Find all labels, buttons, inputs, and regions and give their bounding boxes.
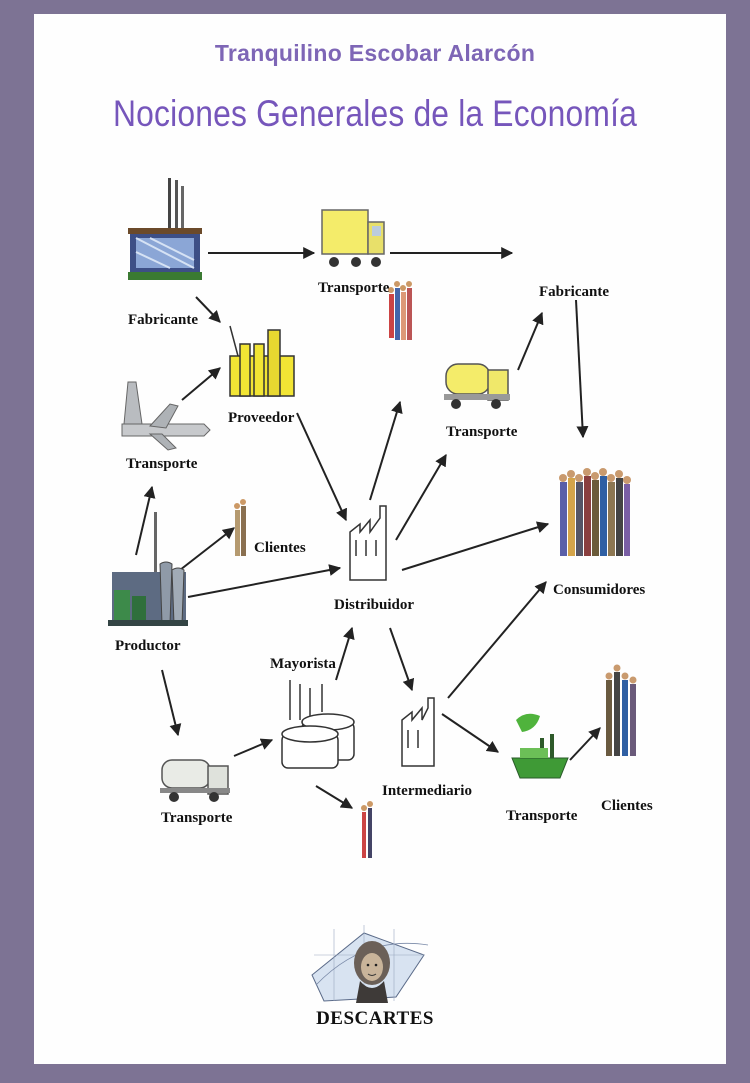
label-fabricante: Fabricante [128,312,198,328]
tanker-truck-icon [160,759,230,802]
flow-arrows [135,247,601,809]
label-transporte: Transporte [126,456,198,472]
arrow [315,785,354,809]
airplane-icon [121,381,211,451]
people-icon [361,801,373,858]
arrow [161,669,182,737]
arrow [575,299,589,439]
publisher-name: DESCARTES [316,1008,434,1029]
label-mayorista: Mayorista [270,656,336,672]
label-productor: Productor [115,638,181,654]
arrow [395,453,447,541]
clients-icon [234,499,246,556]
arrow [296,412,347,522]
label-transporte: Transporte [318,280,390,296]
label-intermediario: Intermediario [382,783,472,799]
label-proveedor: Proveedor [228,410,295,426]
arrow [187,564,342,598]
clients-icon [605,664,637,756]
arrow [369,400,403,501]
author-name: Tranquilino Escobar Alarcón [214,40,536,66]
arrow [401,521,550,571]
arrow [179,527,235,571]
arrow [195,296,221,323]
label-distribuidor: Distribuidor [334,597,414,613]
tanker-truck-icon [444,363,510,409]
distributor-icon [349,505,387,581]
label-transporte: Transporte [161,810,233,826]
producer-icon [108,512,188,626]
wholesaler-icon [281,680,355,769]
label-fabricante: Fabricante [539,284,609,300]
publisher-logo-icon [311,925,429,1003]
supplier-icon [229,325,295,397]
label-transporte: Transporte [506,808,578,824]
arrow [447,581,547,699]
factory-icon [128,178,202,280]
ship-icon [511,713,569,779]
intermediary-icon [401,697,435,767]
label-consumidores: Consumidores [553,582,645,598]
arrow [181,367,221,401]
arrow [389,627,415,692]
arrow [517,311,544,371]
arrow [135,485,156,556]
truck-icon [321,209,385,267]
book-title: Nociones Generales de la Economía [113,93,637,134]
label-clientes: Clientes [601,798,653,814]
people-icon [388,281,412,340]
consumers-icon [559,468,631,556]
label-clientes: Clientes [254,540,306,556]
arrow [335,626,355,681]
label-transporte: Transporte [446,424,518,440]
arrow [569,727,601,761]
arrow [441,713,499,753]
arrow [233,738,274,757]
